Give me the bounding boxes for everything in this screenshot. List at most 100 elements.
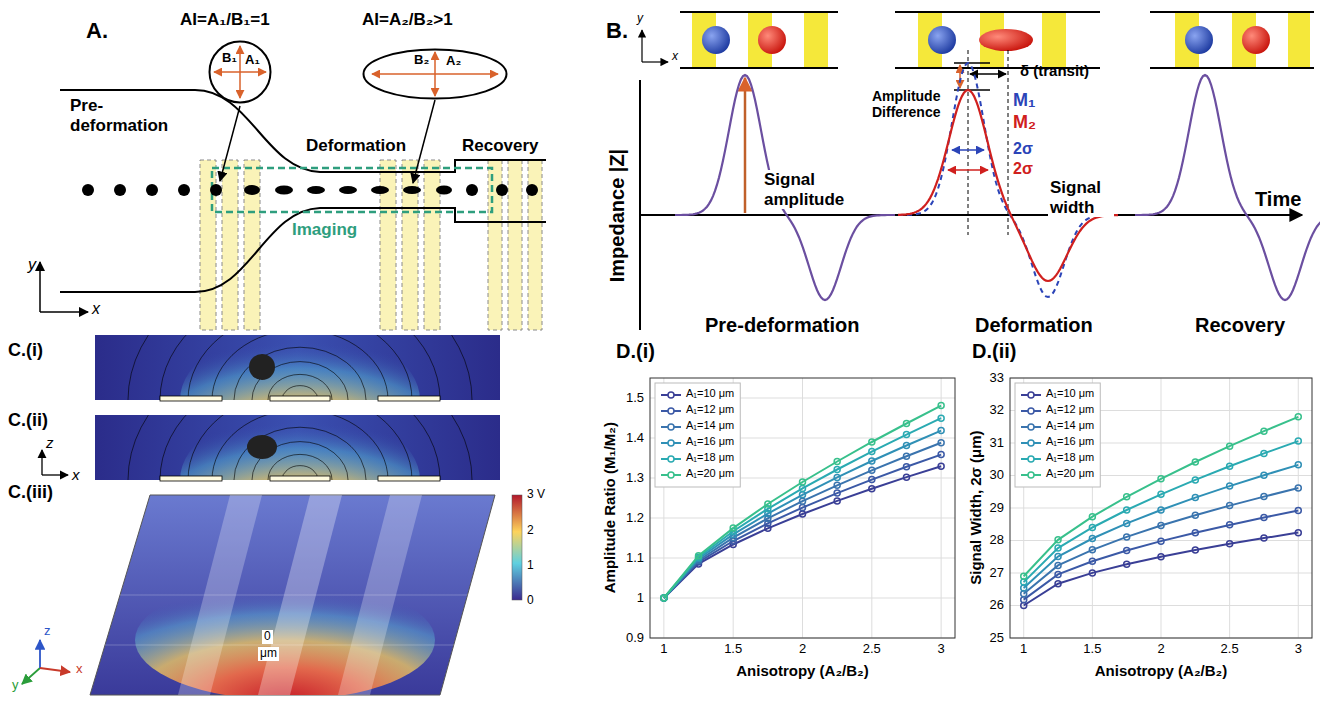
label: Pre-deformation [70,96,182,135]
graphic-circle [661,595,667,601]
graphic-line [434,52,436,96]
graphic-ellipse [339,186,357,194]
leader-arrows [220,100,435,183]
graphic-line [22,668,40,684]
graphic-ellipse [247,435,277,459]
label: 1 [527,559,534,573]
legend-swatch [1020,437,1042,449]
graphic-circle [1055,537,1061,543]
graphic-line [40,668,70,672]
graphic-circle [903,453,909,459]
graphic-line [641,30,642,62]
legend-text: A₁=12 μm [686,403,734,416]
axis-title: Amplitude Ratio (M₁/M₂) [601,422,618,593]
graphic-circle [869,467,875,473]
graphic-circle [696,553,702,559]
graphic-circle [1124,548,1130,554]
graphic-rect [402,160,418,330]
signal-axes [640,80,1302,330]
graphic-rect [380,160,396,330]
label: z [46,434,54,451]
graphic-path [60,208,546,292]
graphic-circle [702,26,730,54]
graphic-circle [800,485,806,491]
tick-label: 1 [1020,642,1027,657]
graphic-circle [1089,536,1095,542]
graphic-circle [1028,456,1034,462]
graphic-circle [1089,558,1095,564]
graphic-ellipse [371,186,389,194]
graphic-circle [1021,585,1027,591]
label: x [672,50,678,64]
tick-label: 1.3 [626,471,644,486]
axis-title: Anisotropy (A₂/B₂) [736,662,869,679]
graphic-circle [668,472,674,478]
label: μm [258,647,279,661]
graphic-rect [650,378,955,638]
tick-label: 1 [637,591,644,606]
graphic-circle [1227,463,1233,469]
label: 2σ [1013,140,1033,158]
graphic-polyline [1024,488,1299,594]
imaging-window [212,168,492,212]
graphic-circle [903,432,909,438]
graphic-circle [834,498,840,504]
label: B. [606,18,628,43]
label: Recovery [1195,314,1285,337]
graphic-circle [903,464,909,470]
graphic-circle [800,492,806,498]
label: A. [86,18,108,43]
tick-label: 2 [1157,642,1164,657]
graphic-circle [1055,545,1061,551]
graphic-circle [1158,507,1164,513]
graphic-ellipse [403,186,421,194]
dimension-label: A₁ [245,53,260,68]
graphic-circle [938,440,944,446]
graphic-rect [160,476,222,481]
label: x [92,300,100,318]
tick-label: 3 [938,642,945,657]
graphic-circle [1261,472,1267,478]
graphic-circle [928,26,956,54]
graphic-circle [178,184,190,196]
graphic-rect [1010,378,1312,638]
graphic-circle [1124,507,1130,513]
graphic-path [160,415,440,480]
tick-label: 25 [990,631,1004,646]
graphic-polyline [664,466,941,598]
graphic-circle [114,184,126,196]
graphic-circle [661,595,667,601]
graphic-circle [1028,392,1034,398]
graphic-circle [1192,512,1198,518]
tick-label: 1.5 [724,642,742,657]
dimension-label: A₂ [446,54,461,69]
graphic-circle [496,184,508,196]
graphic-line [1150,11,1314,13]
graphic-circle [1227,483,1233,489]
graphic-rect [1015,383,1100,487]
graphic-line [640,214,1302,216]
outline [362,48,508,100]
graphic-circle [1124,561,1130,567]
graphic-circle [1295,508,1301,514]
graphic-g [128,335,472,400]
label: y [12,678,19,693]
graphic-circle [1028,408,1034,414]
graphic-circle [1242,26,1270,54]
graphic-line [941,378,942,638]
legend-swatch [660,421,682,433]
label: C.(iii) [8,482,53,503]
graphic-ellipse [210,42,271,103]
label: Deformation [306,136,406,156]
graphic-circle [765,501,771,507]
graphic-circle [869,449,875,455]
legend-swatch [1020,421,1042,433]
graphic-circle [1295,438,1301,444]
graphic-circle [661,595,667,601]
graphic-circle [800,498,806,504]
graphic-rect [270,396,330,401]
graphic-circle [903,420,909,426]
graphic-line [954,62,990,63]
label: δ (transit) [1020,62,1089,79]
label: 0 [262,630,273,644]
